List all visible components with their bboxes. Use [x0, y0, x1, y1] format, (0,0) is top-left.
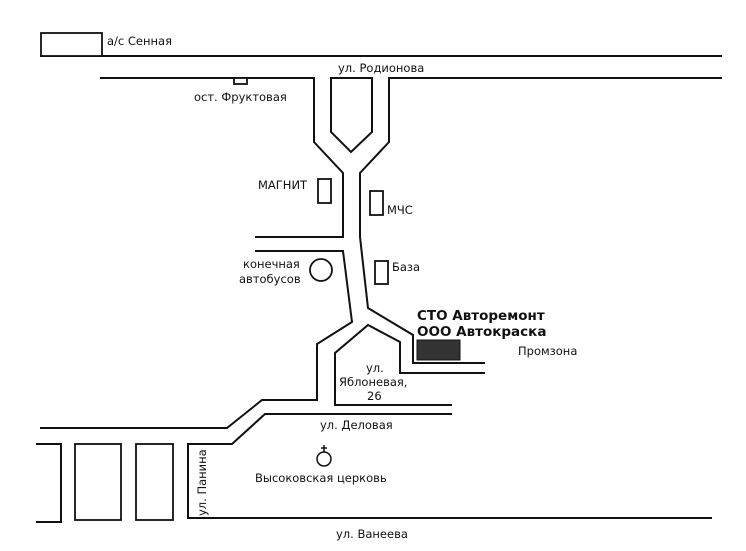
street-vaneeva-label: ул. Ванеева: [336, 527, 408, 541]
church-label: Высоковская церковь: [255, 471, 387, 485]
road-yablonevaya-block: [334, 323, 485, 406]
destination-label-line2: ООО Автокраска: [417, 324, 546, 340]
street-delovaya-label: ул. Деловая: [320, 418, 393, 432]
bus-station-icon: [40, 32, 103, 57]
church-icon: [316, 445, 332, 467]
street-yablonevaya-label-line3: 26: [367, 389, 382, 403]
road-median-island: [330, 77, 373, 154]
mchs-building-icon: [369, 190, 384, 216]
city-blocks: [36, 443, 174, 523]
street-yablonevaya-label-line2: Яблоневая,: [339, 375, 407, 389]
mchs-label: МЧС: [387, 203, 413, 217]
block-3: [135, 443, 174, 521]
bus-terminal-label-line2: автобусов: [239, 272, 301, 286]
road-bus-terminal-edge: [40, 250, 354, 429]
magnit-building-icon: [317, 178, 332, 204]
bus-stop-label: ост. Фруктовая: [194, 90, 287, 104]
destination-marker: [416, 339, 461, 361]
road-rodionova-right-edge: [359, 77, 722, 364]
street-panina-label: ул. Панина: [195, 449, 209, 516]
road-rodionova-left-edge: [100, 77, 344, 238]
road-delovaya-edge: [187, 413, 712, 519]
destination-label-line1: СТО Авторемонт: [417, 308, 545, 324]
roads: [40, 55, 722, 519]
street-rodionova-label: ул. Родионова: [338, 61, 424, 75]
bus-station-label: а/с Сенная: [107, 34, 172, 48]
block-1: [36, 443, 62, 523]
bus-terminal-label-line1: конечная: [243, 257, 300, 271]
block-2: [74, 443, 122, 521]
street-yablonevaya-label-line1: ул.: [366, 361, 384, 375]
magnit-label: МАГНИТ: [258, 178, 308, 192]
bus-terminal-icon: [309, 258, 333, 282]
baza-building-icon: [374, 260, 389, 285]
promzona-label: Промзона: [518, 344, 577, 358]
bus-stop-icon: [233, 77, 248, 85]
baza-label: База: [392, 260, 420, 274]
